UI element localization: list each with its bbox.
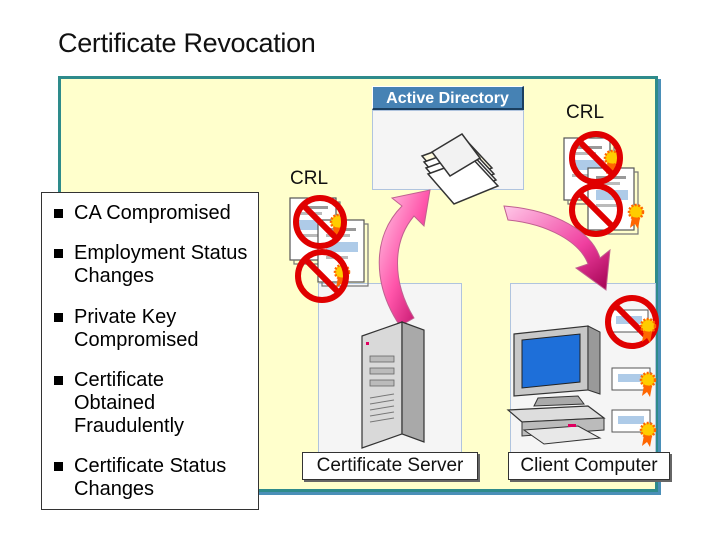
list-item: Employment Status Changes <box>54 242 254 288</box>
certificate-icon <box>611 409 651 433</box>
curved-arrow-icon <box>378 189 431 327</box>
bullet-icon <box>54 249 63 258</box>
bullet-icon <box>54 376 63 385</box>
crl-label-middle: CRL <box>290 168 329 189</box>
active-directory-label: Active Directory <box>372 86 524 110</box>
certificate-server-label: Certificate Server <box>302 452 478 480</box>
list-item: Private Key Compromised <box>54 306 224 352</box>
list-item: Certificate Status Changes <box>54 455 254 501</box>
list-item: CA Compromised <box>54 202 231 225</box>
ribbon-seal-icon <box>639 421 657 449</box>
list-item: Certificate Obtained Fraudulently <box>54 369 204 438</box>
bullet-icon <box>54 313 63 322</box>
crl-label-top: CRL <box>566 102 605 123</box>
revocation-reasons-box: CA Compromised Employment Status Changes… <box>41 192 259 510</box>
client-computer-label: Client Computer <box>508 452 670 480</box>
page-title: Certificate Revocation <box>58 28 316 58</box>
bullet-icon <box>54 209 63 218</box>
curved-arrow-icon <box>503 205 611 291</box>
bullet-icon <box>54 462 63 471</box>
client-computer-icon <box>506 325 606 445</box>
folder-stack-icon <box>420 133 500 205</box>
server-tower-icon <box>361 321 425 449</box>
